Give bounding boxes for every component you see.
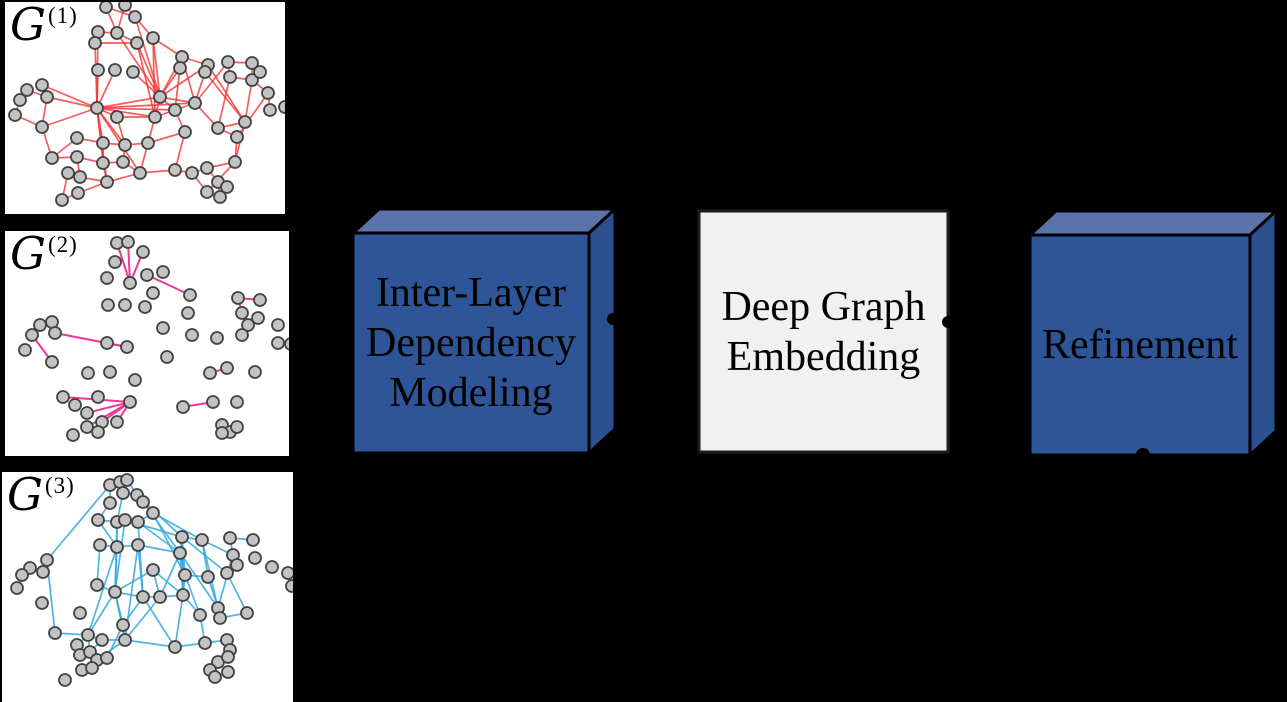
stage-box-3-line-1: Refinement <box>1042 322 1238 368</box>
graph-layer-2-svg <box>18 235 289 442</box>
graph-layer-3-label: G(3) <box>7 472 75 517</box>
graph-layer-1-svg <box>8 2 285 207</box>
stage-box-3-label: Refinement <box>1030 235 1250 455</box>
connector-dot-1 <box>607 313 619 325</box>
stage-box-1-line-2: Dependency <box>366 320 576 366</box>
stage-box-2-shape <box>697 209 950 454</box>
connector-dot-2 <box>942 316 954 328</box>
stage-box-1-line-1: Inter-Layer <box>375 270 567 316</box>
stage-box-3-shape <box>1027 208 1279 458</box>
connector-dot-3 <box>1136 448 1150 462</box>
graph-panel-layer-1: G(1) <box>5 2 285 214</box>
stage-box-2-label: Deep Graph Embedding <box>699 211 948 452</box>
stage-box-2-line-1: Deep Graph <box>721 283 926 330</box>
layer-3-superscript: (3) <box>44 473 75 498</box>
stage-box-1-line-3: Modeling <box>389 370 553 416</box>
graph-panel-layer-3: G(3) <box>2 472 293 702</box>
graph-layer-2-label: G(2) <box>10 231 78 276</box>
script-g-symbol: G <box>7 468 43 521</box>
stage-box-deep-graph-embedding: Deep Graph Embedding <box>696 208 951 455</box>
graph-layer-1-label: G(1) <box>10 2 78 47</box>
stage-box-1-label: Inter-Layer Dependency Modeling <box>353 233 589 453</box>
stage-box-inter-layer-dependency-modeling: Inter-Layer Dependency Modeling <box>350 206 618 456</box>
layer-1-superscript: (1) <box>47 3 78 28</box>
script-g-symbol: G <box>10 0 46 51</box>
stage-box-2-line-2: Embedding <box>726 333 921 380</box>
stage-box-refinement: Refinement <box>1027 208 1279 458</box>
layer-2-superscript: (2) <box>47 232 78 257</box>
graph-panel-layer-2: G(2) <box>5 231 289 456</box>
stage-box-1-shape <box>350 206 618 456</box>
graph-layer-3-svg <box>10 473 293 687</box>
script-g-symbol: G <box>10 227 46 280</box>
